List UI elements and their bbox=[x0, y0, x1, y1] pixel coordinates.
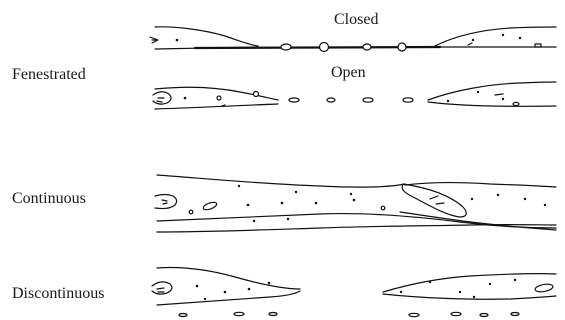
fenestrated-open-drawing bbox=[153, 82, 556, 109]
continuous-drawing bbox=[155, 175, 556, 232]
fenestrated-closed-drawing bbox=[150, 27, 556, 52]
discontinuous-drawing bbox=[152, 267, 556, 316]
